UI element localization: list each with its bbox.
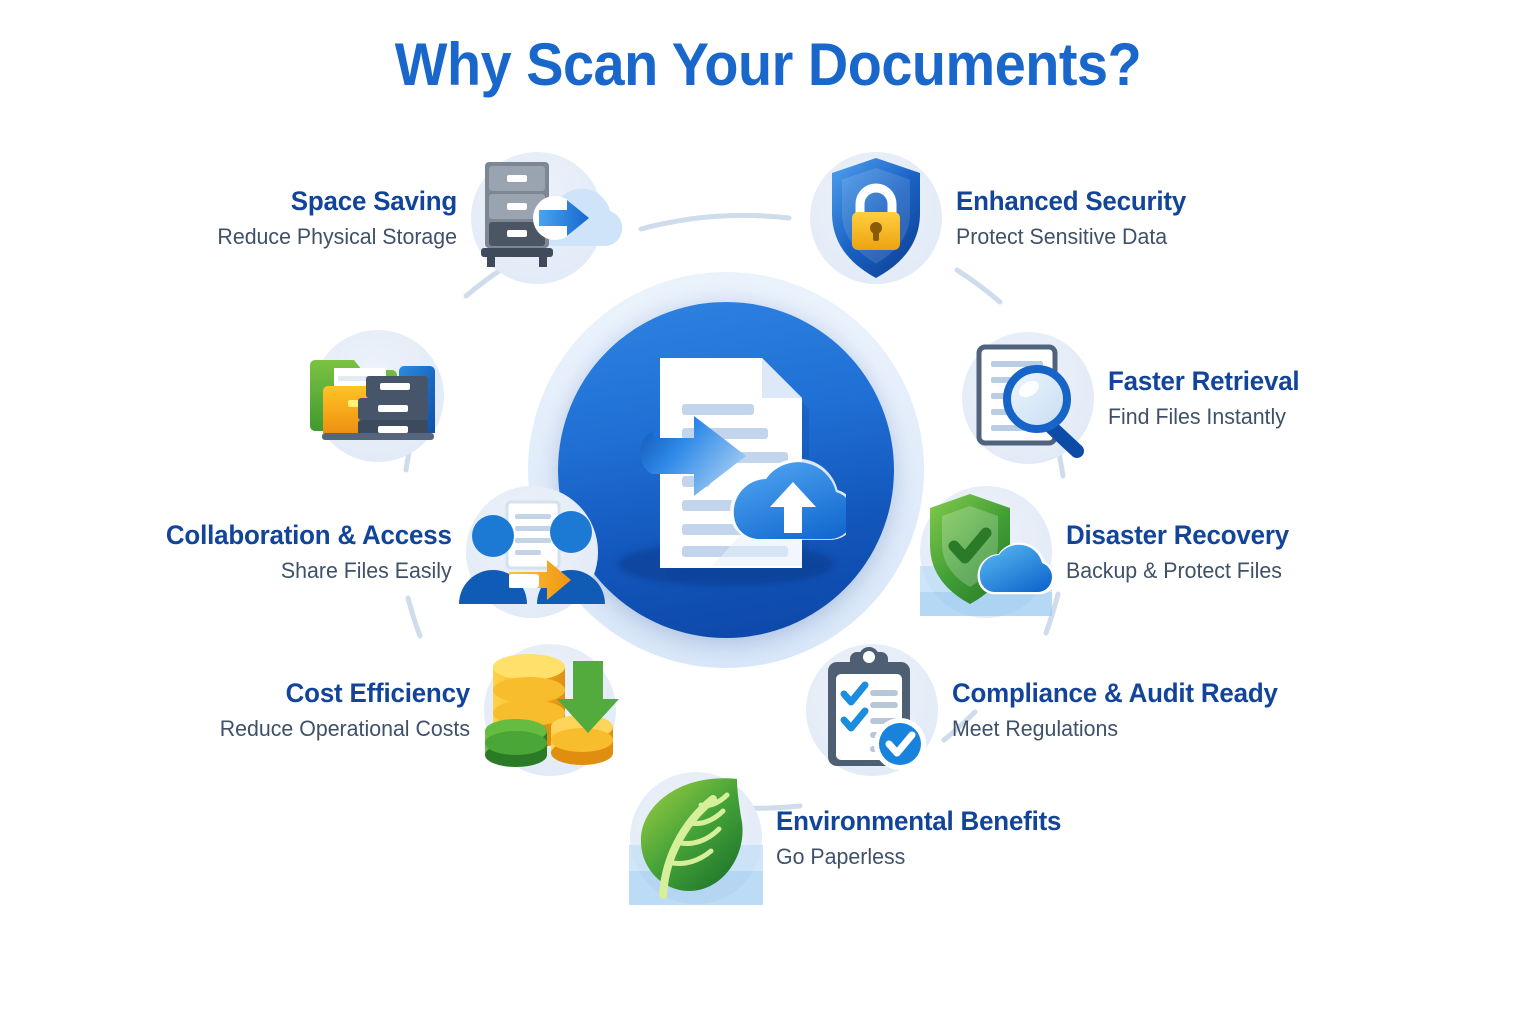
node-labels: Collaboration & Access Share Files Easil… — [140, 520, 466, 584]
node-subtitle: Find Files Instantly — [1108, 404, 1286, 430]
node-labels: Faster Retrieval Find Files Instantly — [1094, 366, 1321, 430]
node-subtitle: Meet Regulations — [952, 716, 1119, 742]
node-labels: Disaster Recovery Backup & Protect Files — [1052, 520, 1312, 584]
node-title: Collaboration & Access — [165, 520, 452, 551]
green-leaf-icon — [629, 772, 763, 905]
node-labels: Cost Efficiency Reduce Operational Costs — [198, 678, 484, 742]
node-subtitle: Backup & Protect Files — [1066, 558, 1282, 584]
node-faster-retrieval[interactable]: Faster Retrieval Find Files Instantly — [962, 332, 1321, 464]
node-subtitle: Protect Sensitive Data — [956, 224, 1168, 250]
node-title: Compliance & Audit Ready — [952, 678, 1278, 709]
node-title: Environmental Benefits — [776, 806, 1062, 837]
node-enhanced-security[interactable]: Enhanced Security Protect Sensitive Data — [810, 152, 1210, 284]
node-title: Cost Efficiency — [285, 678, 471, 709]
node-subtitle: Reduce Operational Costs — [219, 716, 471, 742]
document-upload-cloud-icon — [640, 358, 846, 575]
node-environmental-benefits[interactable]: Environmental Benefits Go Paperless — [629, 772, 1087, 905]
node-subtitle: Reduce Physical Storage — [217, 224, 458, 250]
node-title: Enhanced Security — [956, 186, 1187, 217]
document-magnifier-icon — [962, 332, 1094, 464]
node-disaster-recovery[interactable]: Disaster Recovery Backup & Protect Files — [920, 486, 1312, 618]
page-title: Why Scan Your Documents? — [394, 31, 1142, 98]
center-hub — [528, 272, 924, 668]
node-labels — [444, 392, 472, 400]
clipboard-checklist-check-icon — [806, 644, 938, 776]
node-compliance-audit-ready[interactable]: Compliance & Audit Ready Meet Regulation… — [806, 644, 1305, 776]
two-people-share-document-icon — [458, 486, 605, 618]
node-labels: Space Saving Reduce Physical Storage — [196, 186, 471, 250]
green-shield-check-cloud-icon — [920, 486, 1056, 618]
node-subtitle: Go Paperless — [776, 844, 906, 870]
node-labels: Environmental Benefits Go Paperless — [762, 806, 1087, 870]
node-subtitle: Share Files Easily — [280, 558, 452, 584]
node-cost-efficiency[interactable]: Cost Efficiency Reduce Operational Costs — [198, 644, 620, 776]
node-labels: Enhanced Security Protect Sensitive Data — [942, 186, 1210, 250]
node-title: Faster Retrieval — [1108, 366, 1300, 397]
node-space-saving[interactable]: Space Saving Reduce Physical Storage — [196, 152, 623, 284]
folders-filing-cabinet-icon — [310, 330, 444, 462]
node-collaboration-access[interactable]: Collaboration & Access Share Files Easil… — [140, 486, 605, 618]
hub-circle — [558, 302, 894, 638]
node-labels: Compliance & Audit Ready Meet Regulation… — [938, 678, 1305, 742]
coin-stacks-down-arrow-icon — [484, 644, 620, 776]
node-title: Disaster Recovery — [1066, 520, 1289, 551]
filing-cabinet-to-cloud-icon — [471, 152, 623, 284]
node-folders-archive[interactable] — [310, 330, 472, 462]
shield-padlock-icon — [810, 152, 942, 284]
node-title: Space Saving — [290, 186, 458, 217]
